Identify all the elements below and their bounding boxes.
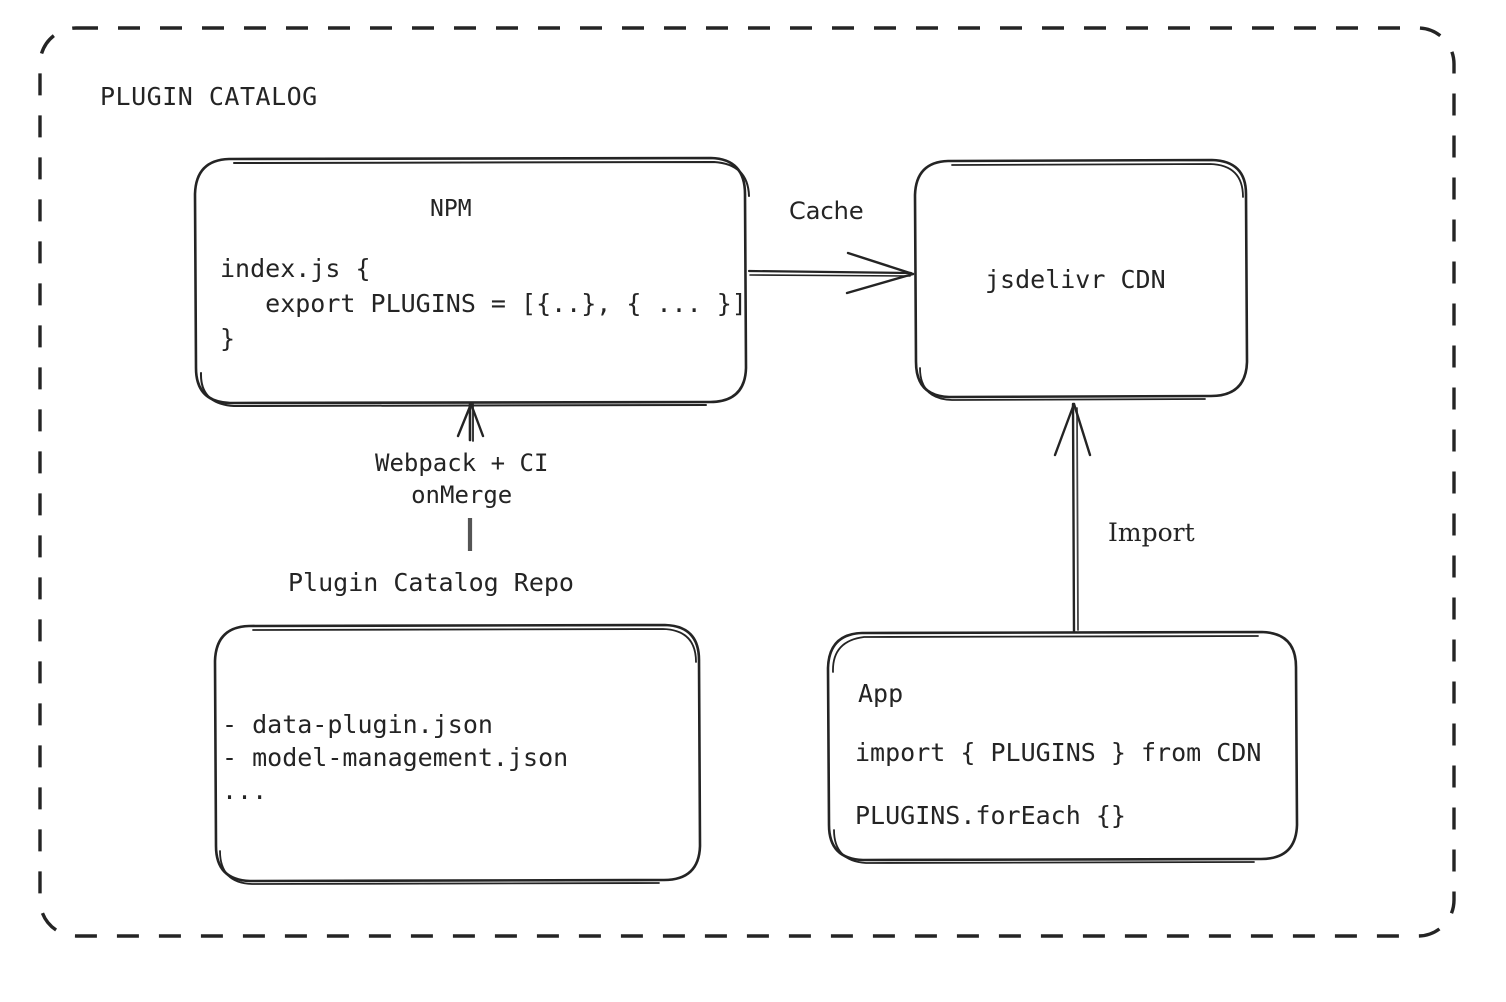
npm-node-shape <box>193 156 750 408</box>
build-arrow <box>456 402 485 551</box>
repo-node-items: - data-plugin.json - model-management.js… <box>222 710 569 805</box>
npm-node-code: index.js { export PLUGINS = [{..}, { ...… <box>220 254 747 353</box>
cache-arrow <box>747 251 915 295</box>
app-node-title: App <box>858 679 904 708</box>
build-edge-label: Webpack + CI onMerge <box>375 449 549 509</box>
repo-node-shape <box>213 623 702 885</box>
plugin-catalog-boundary <box>38 26 1456 938</box>
cdn-node-shape <box>913 158 1249 401</box>
import-arrow <box>1053 402 1092 634</box>
app-node-foreach-line: PLUGINS.forEach {} <box>855 801 1126 830</box>
app-node-shape <box>826 630 1299 864</box>
npm-node-title: NPM <box>430 196 472 222</box>
cdn-node-title: jsdelivr CDN <box>985 265 1166 294</box>
import-edge-label: Import <box>1108 518 1195 547</box>
cache-edge-label: Cache <box>789 197 864 225</box>
app-node-import-line: import { PLUGINS } from CDN <box>855 738 1262 767</box>
group-title: PLUGIN CATALOG <box>100 82 318 111</box>
repo-node-caption: Plugin Catalog Repo <box>288 568 574 597</box>
